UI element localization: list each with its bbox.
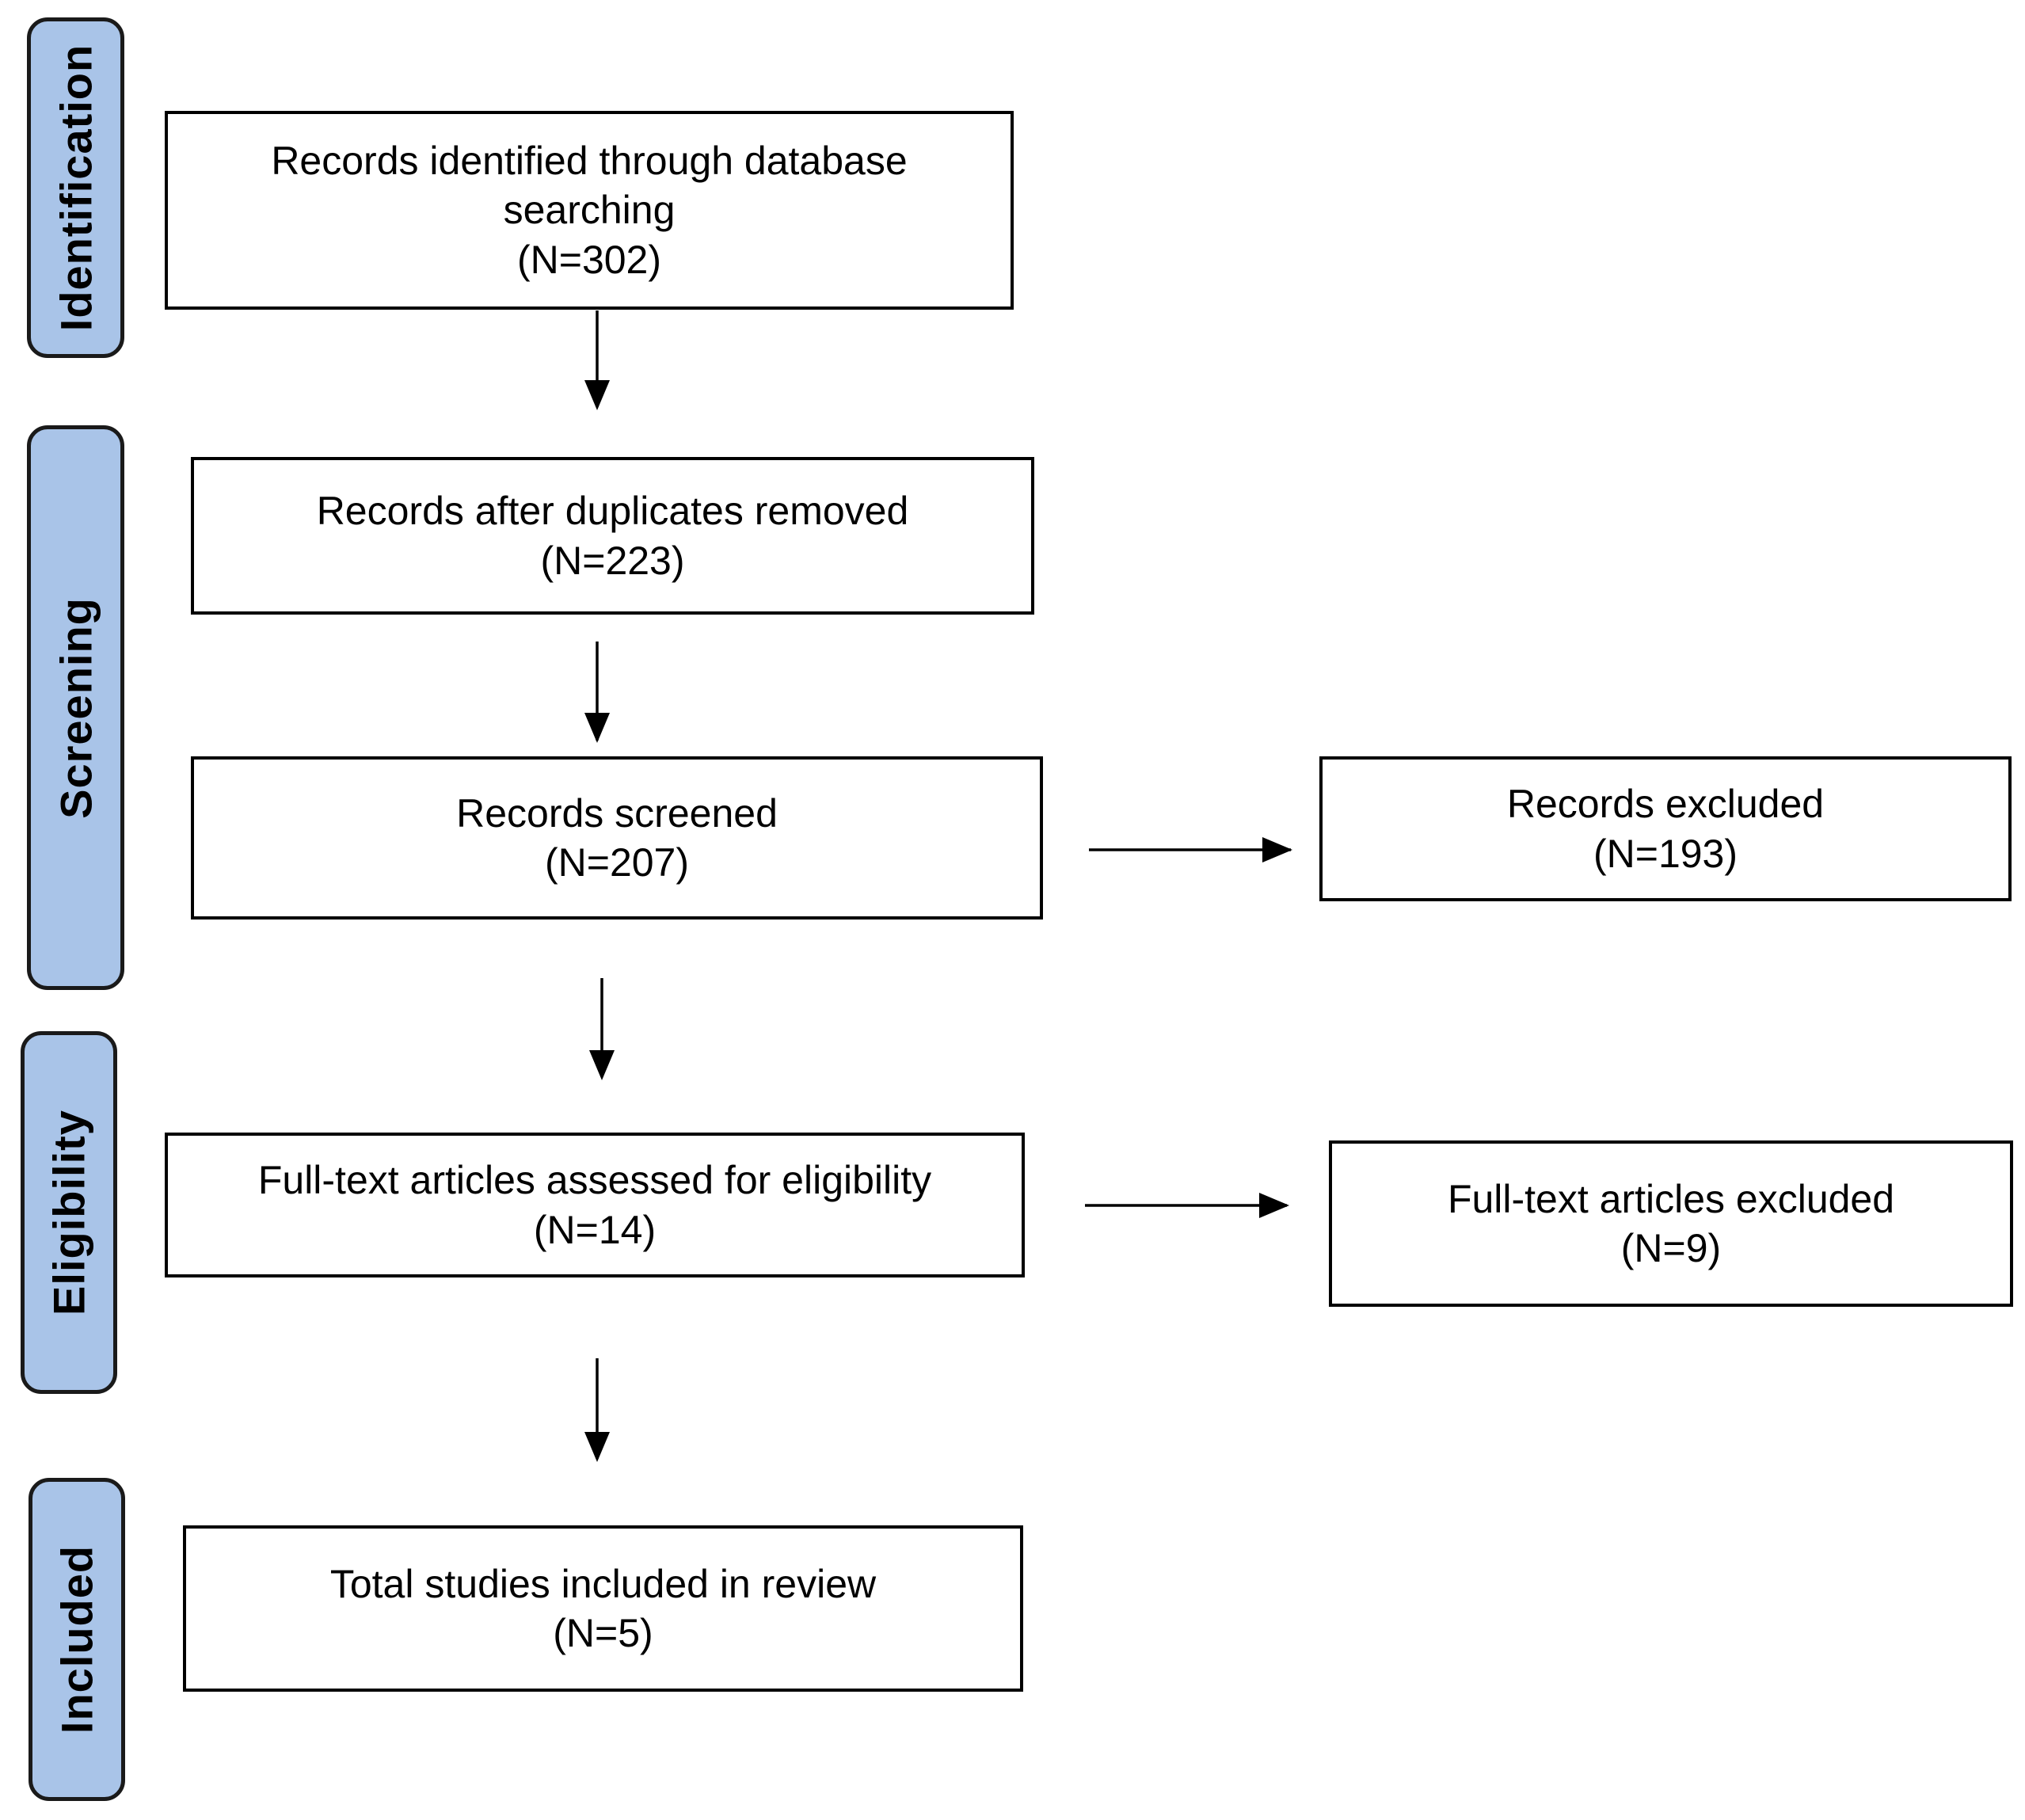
box-fulltext-assessed-text: Full-text articles assessed for eligibil… bbox=[257, 1158, 932, 1202]
box-duplicates-removed-text: Records after duplicates removed bbox=[316, 489, 909, 533]
stage-included: Included bbox=[29, 1478, 125, 1801]
box-records-screened: Records screened (N=207) bbox=[191, 756, 1043, 920]
box-records-identified-count: (N=302) bbox=[516, 237, 662, 282]
box-included-text: Total studies included in review bbox=[329, 1561, 877, 1606]
box-fulltext-excluded-text: Full-text articles excluded bbox=[1447, 1176, 1895, 1221]
box-included-count: (N=5) bbox=[553, 1611, 653, 1655]
box-records-screened-count: (N=207) bbox=[544, 840, 690, 885]
box-fulltext-excluded: Full-text articles excluded (N=9) bbox=[1329, 1140, 2013, 1307]
box-fulltext-excluded-count: (N=9) bbox=[1620, 1226, 1722, 1270]
box-duplicates-removed: Records after duplicates removed (N=223) bbox=[191, 457, 1034, 615]
box-included: Total studies included in review (N=5) bbox=[183, 1525, 1023, 1692]
box-records-identified: Records identified through database sear… bbox=[165, 111, 1014, 310]
arrowhead-identified-to-duplicates bbox=[584, 380, 610, 410]
box-records-excluded-count: (N=193) bbox=[1593, 831, 1738, 876]
stage-eligibility: Eligibility bbox=[21, 1031, 117, 1394]
box-duplicates-removed-count: (N=223) bbox=[540, 538, 685, 583]
box-records-screened-text: Records screened bbox=[456, 790, 778, 836]
arrowhead-screened-to-fulltext bbox=[589, 1050, 615, 1080]
arrowhead-duplicates-to-screened bbox=[584, 713, 610, 743]
box-fulltext-assessed: Full-text articles assessed for eligibil… bbox=[165, 1133, 1025, 1277]
arrowhead-fulltext-to-excluded bbox=[1259, 1193, 1289, 1218]
box-fulltext-assessed-count: (N=14) bbox=[533, 1207, 657, 1252]
stage-identification: Identification bbox=[27, 17, 124, 358]
stage-screening: Screening bbox=[27, 425, 124, 990]
arrowhead-screened-to-excluded bbox=[1262, 837, 1292, 862]
box-records-excluded: Records excluded (N=193) bbox=[1319, 756, 2012, 901]
box-records-excluded-text: Records excluded bbox=[1506, 782, 1825, 826]
box-records-identified-text: Records identified through database sear… bbox=[271, 138, 908, 233]
arrowhead-fulltext-to-included bbox=[584, 1432, 610, 1462]
